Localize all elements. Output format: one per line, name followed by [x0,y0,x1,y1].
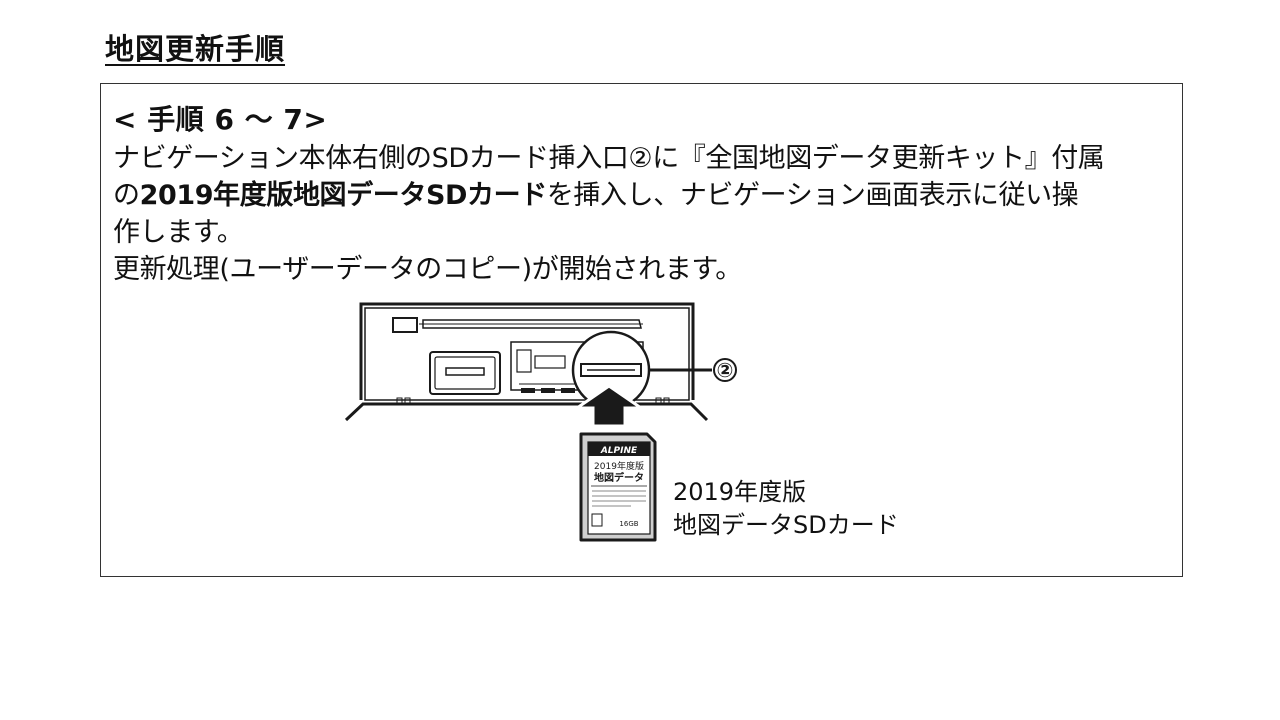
sd-card-capacity: 16GB [619,520,638,528]
page-title: 地図更新手順 [105,32,286,66]
sd-card-brand: ALPINE [600,446,638,456]
instruction-line-2-prefix: の [113,180,140,211]
instruction-line-4: 更新処理(ユーザーデータのコピー)が開始されます。 [113,254,742,285]
sd-card-drawing: ALPINE 2019年度版 地図データ 16GB [579,432,657,542]
step-instructions: ナビゲーション本体右側のSDカード挿入口②に『全国地図データ更新キット』付属 の… [113,140,1177,288]
navigation-unit-drawing [344,302,709,422]
instruction-line-2-suffix: を挿入し、ナビゲーション画面表示に従い操 [546,180,1079,211]
callout-marker [713,358,737,382]
sd-card-label-map: 地図データ [594,471,644,484]
sd-card-label-year: 2019年度版 [594,460,644,472]
sd-slot-illustration: ② ALPINE 2019年度版 地図データ 16GB [344,302,737,542]
step-heading: < 手順 6 ～ 7> [113,103,328,136]
sd-card-product-name: 2019年度版地図データSDカード [139,180,548,211]
sd-card-caption: 2019年度版 地図データSDカード [673,476,899,542]
instruction-line-3: 作します。 [113,217,244,248]
instruction-line-1: ナビゲーション本体右側のSDカード挿入口②に『全国地図データ更新キット』付属 [113,143,1105,174]
insert-arrow [572,384,646,428]
callout-label: ② [717,358,734,382]
step-panel: < 手順 6 ～ 7> ナビゲーション本体右側のSDカード挿入口②に『全国地図デ… [100,83,1183,577]
sd-card-caption-line-1: 2019年度版 [673,478,807,506]
sd-card-caption-line-2: 地図データSDカード [673,511,899,539]
